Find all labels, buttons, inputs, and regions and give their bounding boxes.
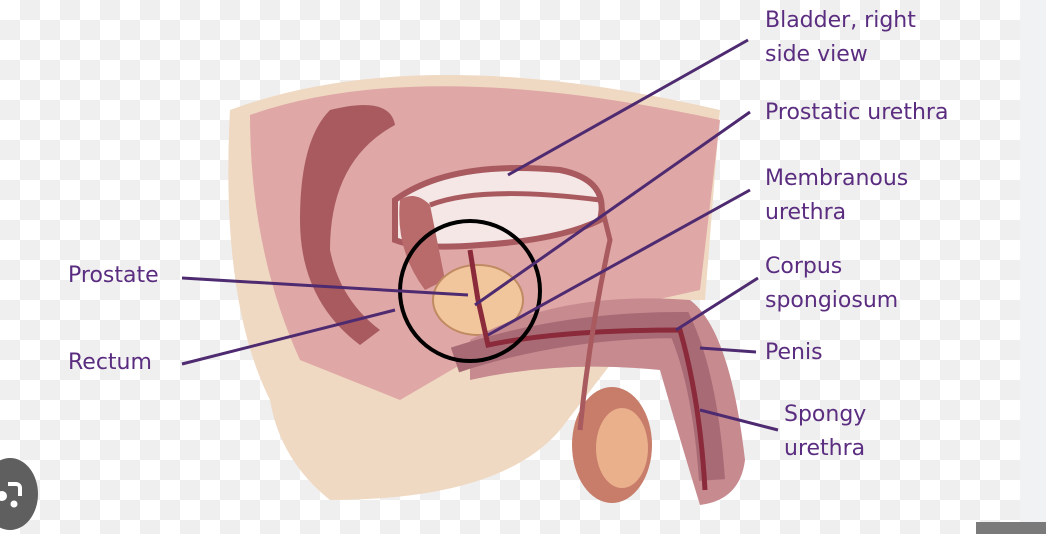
leader-corpus-spongiosum — [675, 276, 759, 332]
seminal-vesicle — [399, 196, 445, 290]
label-bladder: Bladder, right side view — [765, 8, 916, 67]
google-lens-icon — [0, 482, 22, 508]
google-lens-button[interactable] — [0, 458, 38, 530]
label-prostate: Prostate — [68, 263, 159, 288]
leader-prostatic-urethra — [474, 110, 751, 307]
label-rectum: Rectum — [68, 350, 152, 375]
leader-spongy-urethra — [699, 408, 779, 432]
leader-rectum — [181, 308, 396, 366]
label-penis: Penis — [765, 340, 823, 365]
corner-bar — [976, 522, 1046, 534]
label-prostatic-urethra: Prostatic urethra — [765, 100, 949, 125]
leader-membranous-urethra — [487, 188, 751, 337]
testis-inner — [596, 408, 648, 488]
leader-prostate — [181, 276, 469, 297]
bladder-shape — [392, 165, 605, 250]
scrollbar-track[interactable] — [1020, 0, 1046, 534]
leader-penis — [699, 346, 757, 354]
urethra-path — [467, 249, 708, 491]
label-corpus-spongiosum: Corpus spongiosum — [765, 254, 899, 313]
label-spongy-urethra: Spongy urethra — [784, 402, 867, 461]
label-membranous-urethra: Membranous urethra — [765, 166, 909, 225]
leader-bladder — [507, 38, 749, 177]
vas-deferens — [429, 191, 613, 431]
